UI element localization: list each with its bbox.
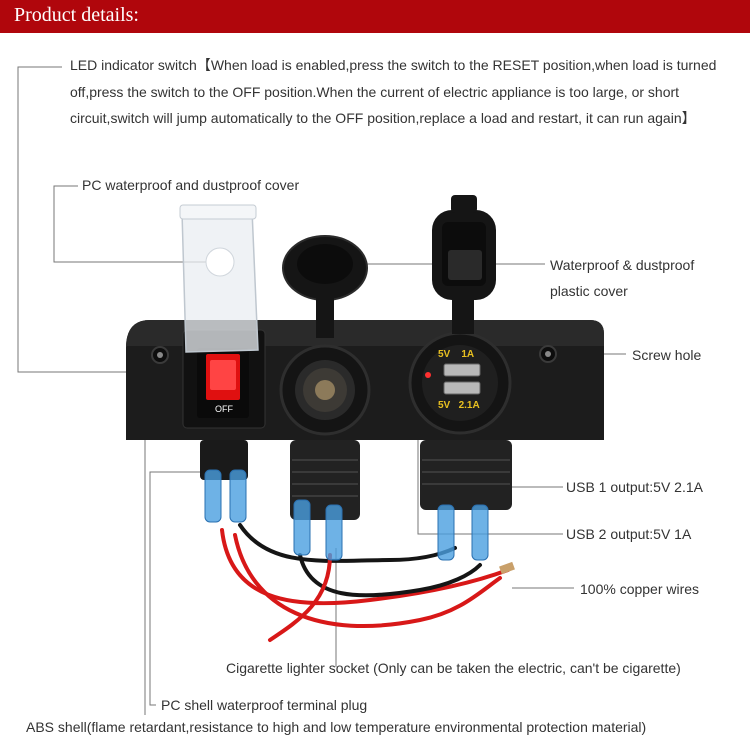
wire-red-1: [220, 528, 510, 606]
wire-red-2: [233, 533, 502, 629]
page-title: Product details:: [14, 4, 139, 26]
usb-bottom-rating: 5V 2.1A: [438, 400, 480, 411]
pc-cover: [179, 204, 259, 353]
label-terminal-plug: PC shell waterproof terminal plug: [161, 697, 368, 713]
wires: [220, 523, 515, 642]
wire-end-terminal: [499, 561, 515, 575]
usb-socket: 5V 1A 5V 2.1A: [408, 331, 512, 435]
header-bar: Product details:: [0, 0, 750, 33]
callout-terminal-plug: [149, 471, 205, 706]
callout-led-switch: [17, 66, 185, 373]
cigarette-socket-cap: [282, 235, 368, 338]
label-usb1: USB 1 output:5V 2.1A: [566, 479, 703, 495]
label-abs-shell: ABS shell(flame retardant,resistance to …: [26, 719, 647, 735]
label-cigarette-socket: Cigarette lighter socket (Only can be ta…: [226, 660, 681, 676]
screw-holes: [151, 345, 557, 364]
label-waterproof-cover-line1: Waterproof & dustproof: [550, 257, 695, 273]
wire-red-3: [268, 553, 332, 642]
label-usb2: USB 2 output:5V 1A: [566, 526, 692, 542]
label-pc-cover: PC waterproof and dustproof cover: [82, 177, 300, 193]
label-screw-hole: Screw hole: [632, 347, 702, 363]
socket-bodies: [200, 440, 512, 520]
label-waterproof-cover-line2: plastic cover: [550, 283, 628, 299]
wire-black-2: [298, 553, 482, 598]
cigarette-socket: [279, 344, 371, 436]
led-switch: OFF: [182, 329, 266, 429]
usb-top-rating: 5V 1A: [438, 349, 474, 360]
terminal-plugs: [204, 469, 489, 561]
switch-off-text: OFF: [215, 404, 233, 414]
label-led-switch: LED indicator switch【When load is enable…: [70, 57, 717, 126]
label-copper-wires: 100% copper wires: [580, 581, 700, 597]
wire-black-1: [238, 523, 457, 563]
callout-pc-cover: [53, 185, 225, 263]
usb-cover-cap: [432, 195, 496, 334]
